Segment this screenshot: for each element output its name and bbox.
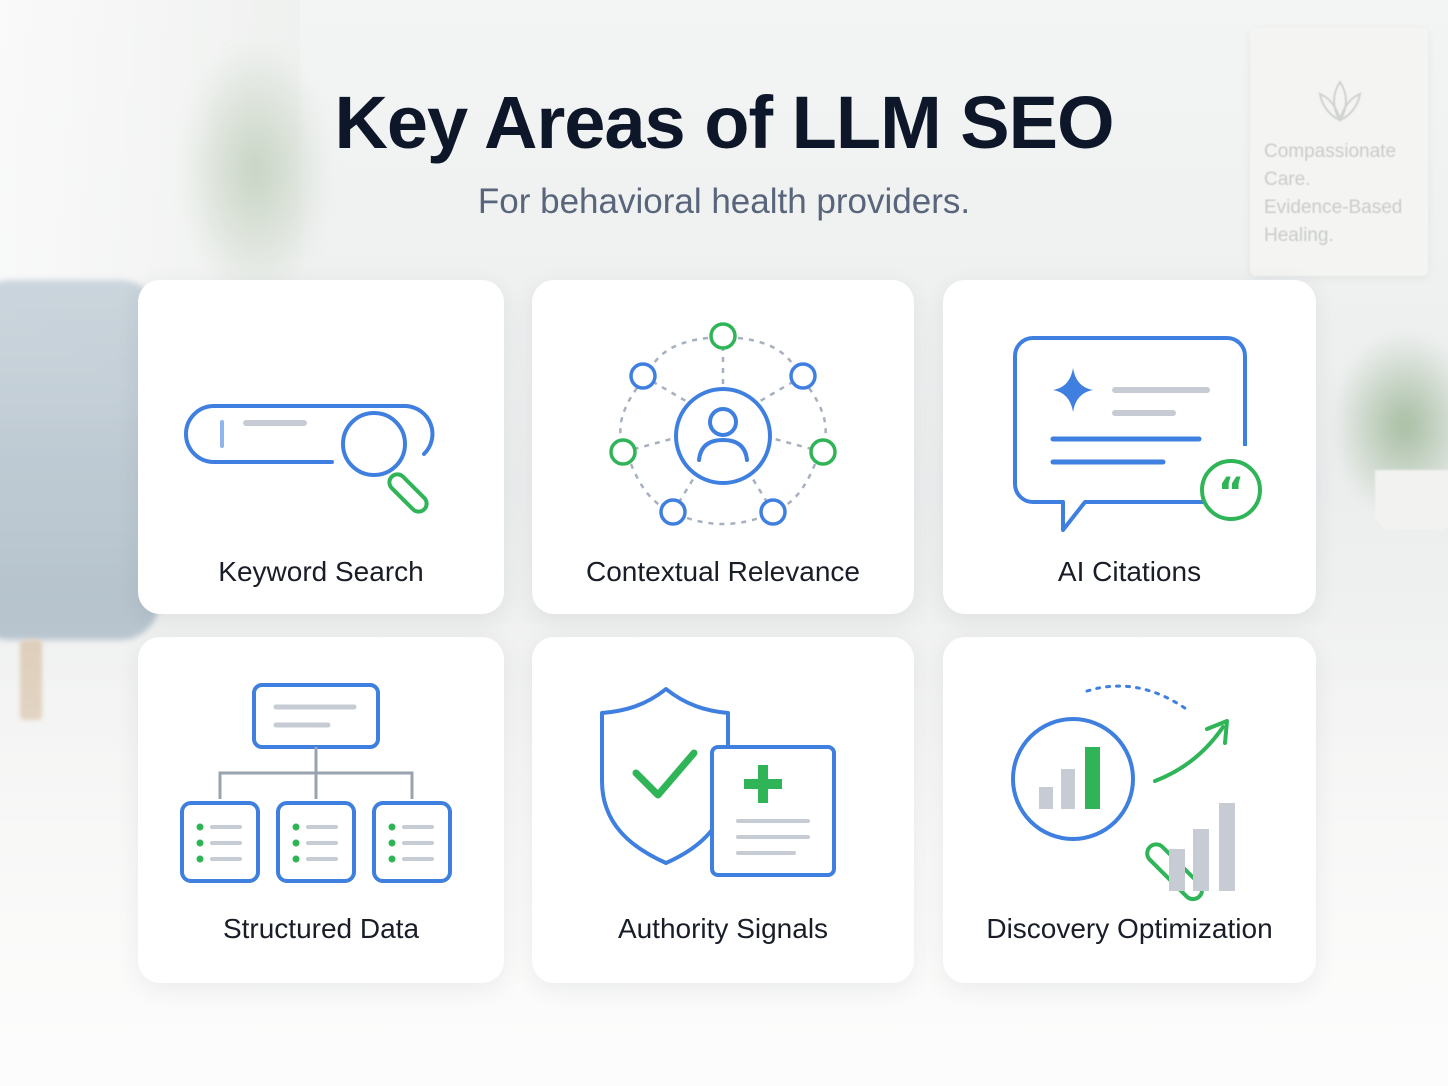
background-pot (1375, 470, 1448, 530)
background-sofa (0, 280, 160, 640)
hierarchy-tree-icon (180, 683, 452, 883)
card-authority-signals: Authority Signals (532, 637, 914, 983)
search-bar-magnifier-icon (184, 404, 435, 514)
card-label: AI Citations (1057, 556, 1202, 587)
card-keyword-search: Keyword Search (138, 280, 504, 614)
card-label: Discovery Optimization (986, 913, 1273, 944)
card-structured-data: Structured Data (138, 637, 504, 983)
shield-check-document-icon (600, 687, 836, 877)
card-label: Keyword Search (218, 556, 424, 587)
wall-sign: Compassionate Care. Evidence-Based Heali… (1250, 28, 1428, 276)
lotus-icon (1318, 80, 1362, 122)
chat-sparkle-quote-icon: “ (1013, 336, 1262, 532)
card-label: Contextual Relevance (586, 556, 860, 587)
page-title: Key Areas of LLM SEO (334, 81, 1114, 164)
wall-sign-line-4: Healing. (1264, 225, 1334, 246)
card-label: Structured Data (222, 913, 420, 944)
card-ai-citations: “ AI Citations (943, 280, 1316, 614)
card-contextual-relevance: Contextual Relevance (532, 280, 914, 614)
magnifier-chart-growth-icon (1011, 684, 1235, 902)
card-label: Authority Signals (617, 913, 829, 944)
page-subtitle: For behavioral health providers. (477, 182, 971, 221)
user-network-icon (609, 322, 837, 526)
wall-sign-line-3: Evidence-Based (1264, 197, 1403, 218)
card-discovery-optimization: Discovery Optimization (943, 637, 1316, 983)
svg-text:“: “ (1218, 470, 1244, 516)
wall-sign-line-1: Compassionate (1264, 141, 1397, 162)
background-plant-left (180, 40, 330, 300)
wall-sign-line-2: Care. (1264, 169, 1311, 190)
